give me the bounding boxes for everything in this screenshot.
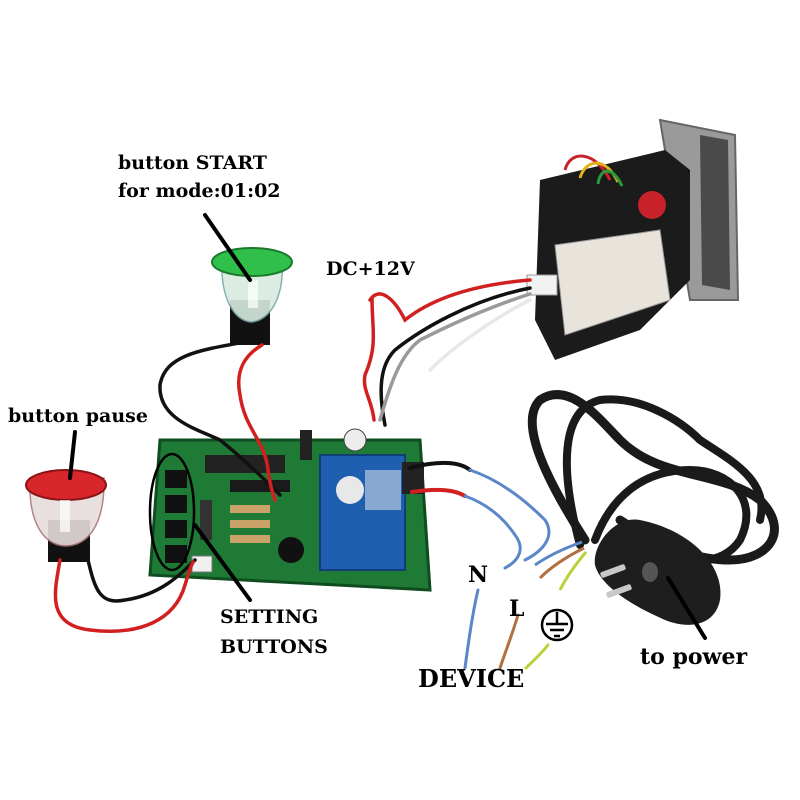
label-start-mode: for mode:01:02 bbox=[118, 180, 281, 202]
pointer-power-plug bbox=[666, 576, 707, 640]
ground-symbol bbox=[540, 608, 574, 642]
label-pause-button: button pause bbox=[8, 405, 148, 427]
label-dc-supply: DC+12V bbox=[326, 258, 415, 280]
setting-buttons bbox=[165, 470, 187, 563]
label-live: L bbox=[509, 596, 525, 622]
dc-supply-wires bbox=[362, 278, 532, 427]
controller-pcb bbox=[148, 428, 432, 592]
button-wires bbox=[53, 340, 282, 633]
label-start-button: button START bbox=[118, 152, 267, 174]
label-device: DEVICE bbox=[418, 664, 525, 693]
label-neutral: N bbox=[468, 562, 489, 588]
label-buttons: BUTTONS bbox=[220, 636, 328, 658]
relay-output-wires bbox=[408, 461, 472, 498]
coin-acceptor bbox=[526, 118, 740, 360]
pointer-pause-button bbox=[68, 430, 77, 480]
start-button-graphic bbox=[211, 247, 293, 345]
pointer-lines bbox=[68, 213, 707, 640]
pointer-setting-buttons bbox=[193, 523, 252, 602]
label-setting: SETTING bbox=[220, 606, 319, 628]
relay bbox=[319, 454, 406, 571]
cord-wire-ends bbox=[534, 540, 588, 591]
label-to-power: to power bbox=[640, 644, 748, 670]
pause-button-graphic bbox=[25, 469, 107, 562]
power-plug bbox=[594, 519, 721, 625]
device-wires bbox=[463, 468, 551, 670]
pointer-start-button bbox=[203, 213, 252, 282]
